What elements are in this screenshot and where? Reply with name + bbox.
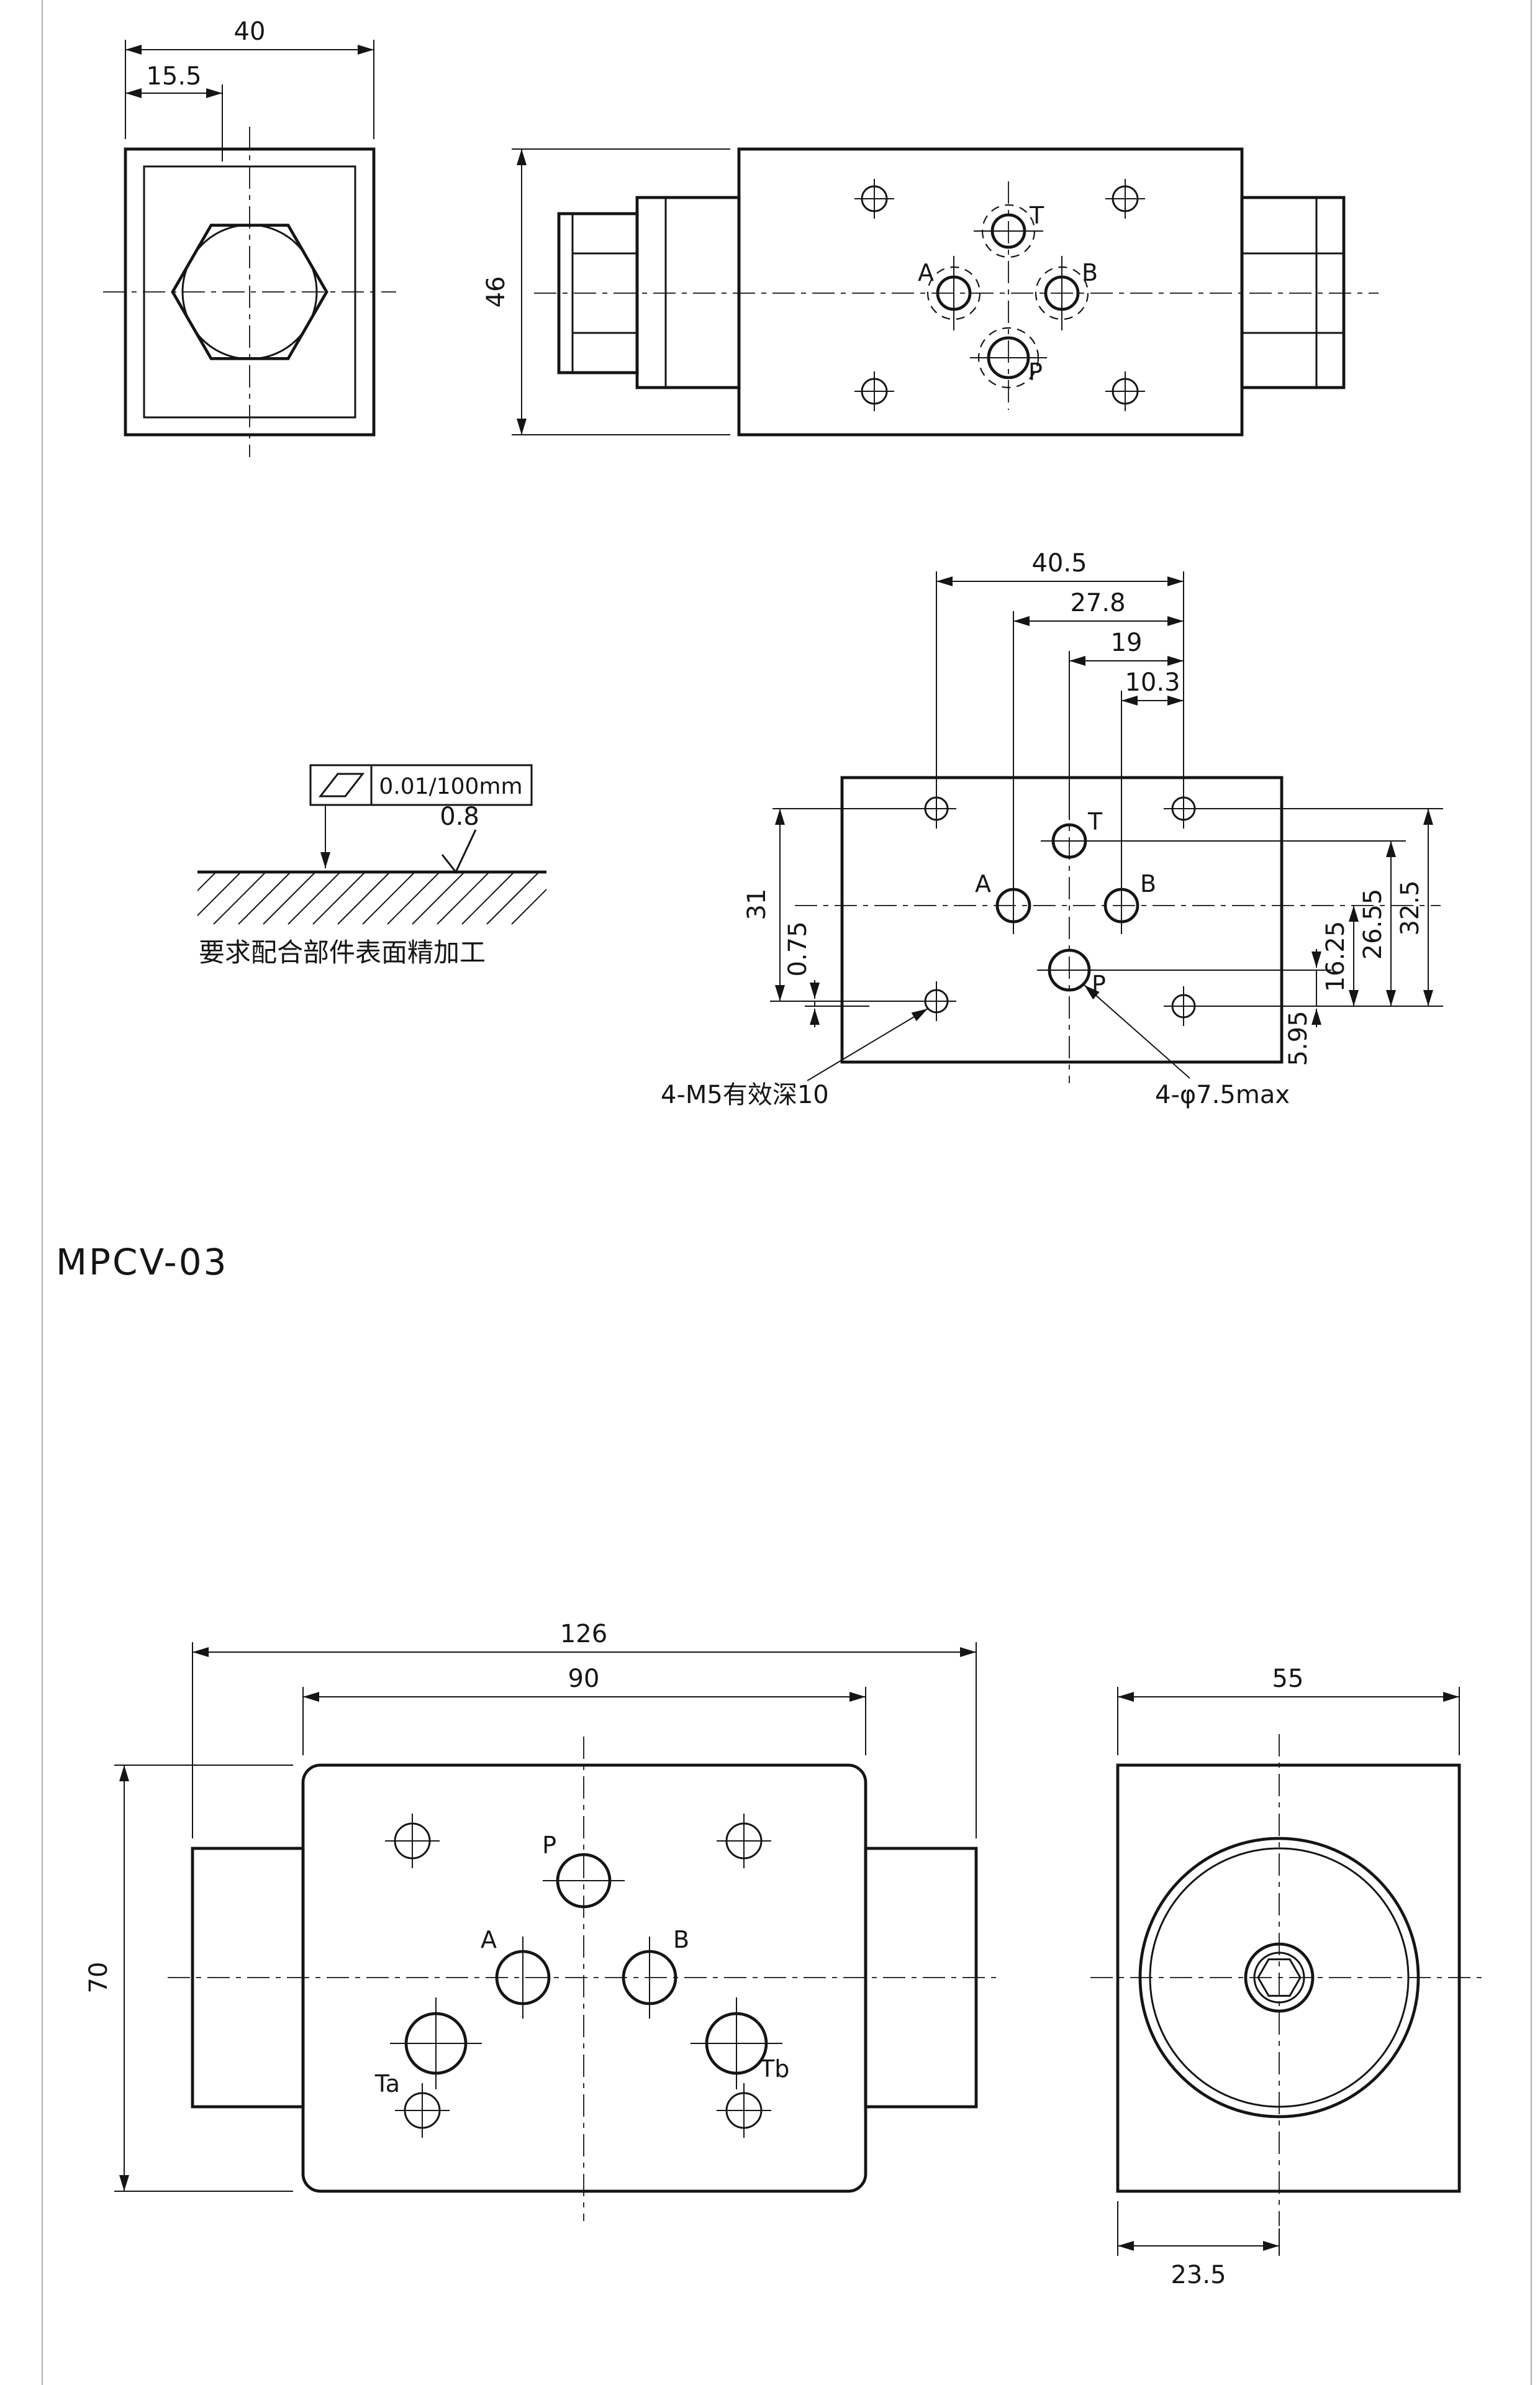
callout-phi7-5-text: 4-φ7.5max (1155, 1081, 1290, 1109)
port-p-label: P (1028, 358, 1043, 386)
surface-finish-callout: 0.01/100mm 0.8 要求配合部件表面精加工 (197, 764, 546, 968)
mounting-face-outline (840, 776, 1284, 1064)
dim-label-15-5: 15.5 (146, 62, 201, 91)
dim-label-40: 40 (234, 17, 266, 46)
port-ticks (390, 1880, 782, 2089)
side-view-centerlines (1090, 1734, 1488, 2226)
lower-front-view: P A B Ta Tb 126 90 70 (84, 1620, 1001, 2221)
dim-label-10-3: 10.3 (1125, 668, 1180, 697)
dim-height-70: 70 (84, 1765, 293, 2192)
dim-label-55: 55 (1272, 1665, 1304, 1693)
dim-label-23-5: 23.5 (1171, 2261, 1226, 2289)
right-side-block (864, 1847, 978, 2109)
plan-view-centerlines (534, 181, 1379, 410)
port-b-label: B (673, 1926, 689, 1953)
dim-width-40: 40 (125, 17, 374, 139)
upper-end-view: 40 15.5 (103, 17, 396, 457)
dim-label-0-75: 0.75 (784, 921, 812, 976)
front-view-body (301, 1763, 867, 2193)
surface-note-text: 要求配合部件表面精加工 (199, 937, 486, 968)
dim-label-126: 126 (560, 1620, 607, 1648)
dim-label-32-5: 32.5 (1396, 880, 1424, 935)
mounting-face-view: T A B P 40.5 27.8 19 10.3 31 0.75 (661, 549, 1443, 1109)
dim-width-55: 55 (1117, 1665, 1460, 1755)
dim-label-5-95: 5.95 (1284, 1011, 1313, 1066)
callout-m5-text: 4-M5有效深10 (661, 1081, 829, 1109)
dim-label-31: 31 (743, 889, 771, 920)
front-view-centerlines (168, 1737, 1001, 2221)
roughness-symbol-icon (441, 829, 477, 874)
end-view-centerlines (103, 127, 396, 457)
dim-height-46: 46 (482, 148, 730, 435)
dim-label-27-8: 27.8 (1070, 589, 1125, 617)
port-t-label: T (1087, 808, 1103, 835)
callout-m5: 4-M5有效深10 (661, 1008, 928, 1109)
dim-body-90: 90 (302, 1665, 866, 1755)
surface-hatching (197, 871, 546, 925)
bolt-hole-ticks (385, 1814, 771, 2138)
roughness-value: 0.8 (440, 802, 479, 831)
dim-label-26-55: 26.55 (1359, 889, 1387, 960)
port-a-label: A (975, 870, 991, 897)
m5-hole-ticks (917, 789, 1203, 1026)
dim-label-16-25: 16.25 (1321, 921, 1350, 993)
upper-plan-view: T A B P 46 (482, 147, 1379, 437)
flatness-value: 0.01/100mm (379, 774, 522, 799)
port-a-label: A (481, 1926, 497, 1953)
tolerance-frame (309, 764, 533, 806)
dim-label-70: 70 (84, 1962, 113, 1994)
left-plug-collar (635, 196, 741, 389)
side-view-body (1116, 1763, 1461, 2193)
dim-label-90: 90 (568, 1665, 600, 1693)
port-t-label: T (1029, 202, 1044, 229)
model-title: MPCV-03 (56, 1241, 229, 1283)
dims-left: 31 0.75 (743, 808, 925, 1027)
port-a-label: A (918, 259, 934, 286)
port-ta-label: Ta (374, 2070, 400, 2097)
right-plug-facets (1242, 198, 1344, 388)
dim-label-19: 19 (1111, 629, 1143, 657)
dims-right: 5.95 16.25 26.55 32.5 (1085, 808, 1443, 1066)
port-tb-label: Tb (759, 2055, 789, 2083)
port-b-label: B (1140, 870, 1156, 897)
dim-plug-offset-15-5: 15.5 (125, 62, 223, 161)
dim-bore-offset-23-5: 23.5 (1117, 2201, 1280, 2289)
dim-label-46: 46 (482, 276, 510, 308)
lower-side-view: 55 23.5 (1090, 1665, 1488, 2289)
left-plug-facets (571, 198, 667, 388)
right-plug (1240, 196, 1346, 389)
dim-overall-126: 126 (192, 1620, 977, 1838)
flatness-symbol-icon (318, 773, 365, 797)
port-p-label: P (542, 1832, 556, 1859)
dims-top: 40.5 27.8 19 10.3 (936, 549, 1184, 884)
callout-phi7-5: 4-φ7.5max (1084, 984, 1290, 1109)
dim-label-40-5: 40.5 (1031, 549, 1087, 578)
port-b-label: B (1082, 259, 1098, 286)
plan-view-body (737, 147, 1244, 437)
bolt-hole-ticks (854, 179, 1145, 411)
